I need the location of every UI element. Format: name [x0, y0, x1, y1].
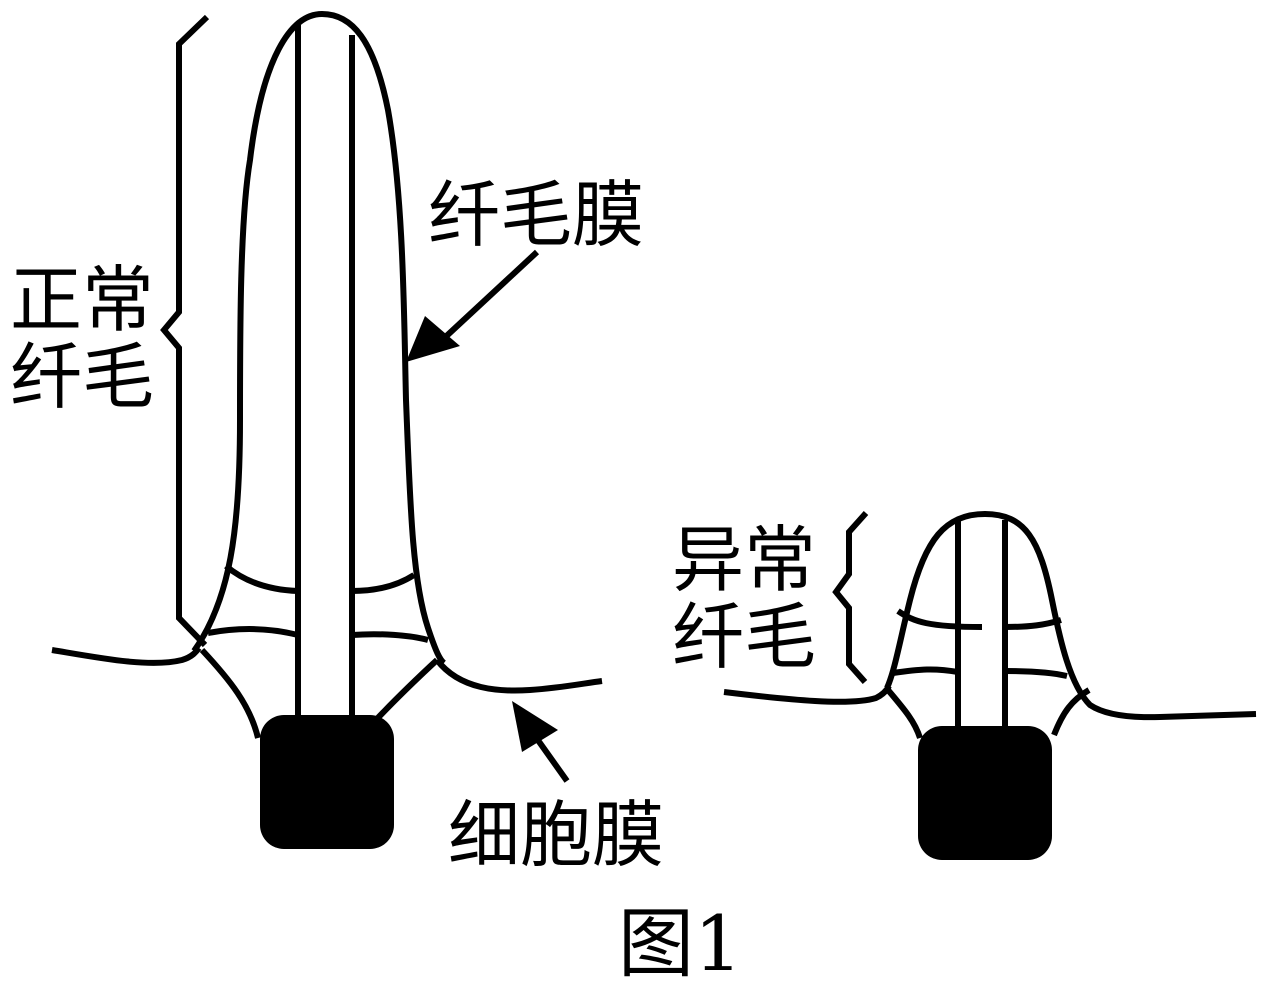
abnormal-cell-membrane-left — [723, 684, 892, 705]
abnormal-cilium-label-line2: 纤毛 — [672, 595, 816, 679]
abnormal-cilium-brace — [832, 510, 869, 684]
abnormal-basal-fiber-right — [1051, 687, 1091, 737]
transition-fiber-upper-left — [224, 563, 299, 594]
transition-fiber-upper-right — [351, 572, 416, 594]
ciliary-membrane-arrowhead — [406, 316, 460, 362]
normal-basal-body — [260, 715, 394, 849]
cell-membrane-label: 细胞膜 — [448, 793, 664, 877]
abnormal-basal-fiber-left — [885, 688, 923, 739]
normal-ciliary-membrane-outline — [191, 10, 447, 666]
abnormal-basal-body — [918, 726, 1052, 860]
ciliary-membrane-arrow-shaft — [437, 249, 540, 345]
basal-fiber-right — [371, 657, 440, 725]
figure-caption: 图1 — [618, 899, 742, 985]
cell-membrane-arrow-shaft — [532, 734, 570, 783]
basal-fiber-left — [199, 647, 261, 739]
ciliary-membrane-label: 纤毛膜 — [428, 173, 644, 257]
abnormal-transition-fiber-lower-left — [892, 666, 959, 676]
normal-cell-membrane — [51, 646, 202, 666]
cell-membrane-arrowhead — [512, 701, 558, 752]
normal-cilium-label-line2: 纤毛 — [10, 335, 154, 419]
abnormal-cilium — [723, 510, 1257, 860]
abnormal-transition-fiber-upper-left — [896, 608, 983, 630]
abnormal-transition-fiber-upper-right — [1004, 617, 1062, 630]
transition-fiber-lower-left — [207, 626, 299, 638]
abnormal-transition-fiber-lower-right — [1004, 668, 1068, 679]
normal-cell-membrane-right — [434, 658, 603, 694]
normal-cilium-brace — [160, 14, 210, 648]
transition-fiber-lower-right — [351, 631, 429, 643]
normal-cilium-label-line1: 正常 — [10, 258, 154, 342]
abnormal-ciliary-membrane-outline — [884, 510, 1257, 721]
normal-cilium — [51, 10, 603, 849]
abnormal-cilium-label-line1: 异常 — [672, 518, 816, 602]
